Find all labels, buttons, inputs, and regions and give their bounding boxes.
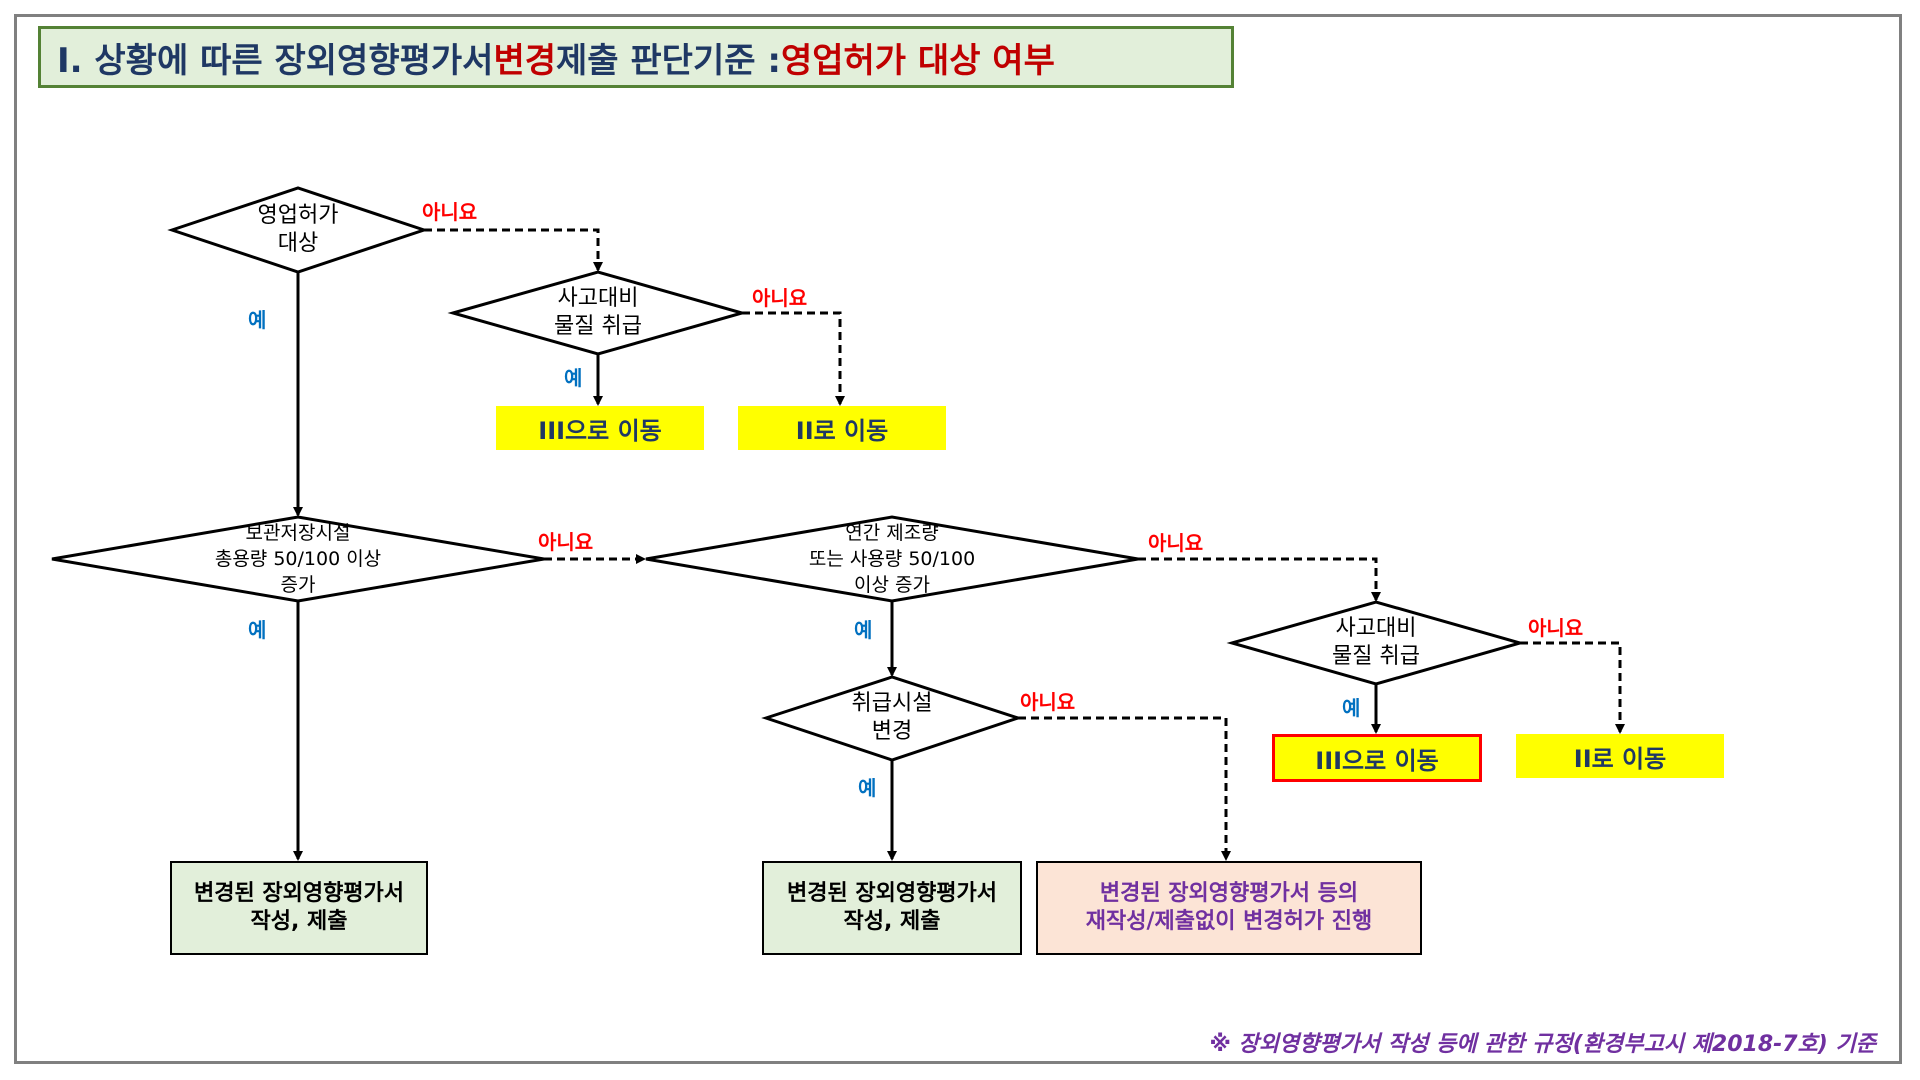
yes-label-accident-2: 예	[1342, 696, 1361, 720]
no-label-license: 아니요	[422, 200, 478, 224]
no-arrow-accident-2	[1520, 641, 1625, 734]
yes-label-production: 예	[854, 618, 873, 642]
no-label-accident-2: 아니요	[1528, 616, 1584, 640]
title-prefix: I. 상황에 따른 장외영향평가서	[57, 40, 494, 81]
no-label-storage: 아니요	[538, 530, 594, 554]
yes-label-accident-1: 예	[564, 366, 583, 390]
no-arrow-accident-1	[742, 311, 845, 406]
title-highlight-change: 변경	[493, 40, 556, 81]
yes-label-license: 예	[248, 308, 267, 332]
yes-label-storage: 예	[248, 618, 267, 642]
goto-section-2-box: II로 이동	[738, 406, 946, 450]
goto-section-2-box-secondary: II로 이동	[1516, 734, 1724, 778]
title-highlight-target: 영업허가 대상 여부	[780, 40, 1055, 81]
goto-section-3-box: III으로 이동	[496, 406, 704, 450]
no-label-production: 아니요	[1148, 531, 1204, 555]
footnote-regulation: ※ 장외영향평가서 작성 등에 관한 규정(환경부고시 제2018-7호) 기준	[1209, 1032, 1876, 1057]
no-label-facility: 아니요	[1020, 690, 1076, 714]
no-arrow-production	[1138, 557, 1381, 602]
goto-section-3-box-highlighted: III으로 이동	[1272, 734, 1482, 782]
no-arrow-facility	[1018, 716, 1231, 861]
title-middle: 제출 판단기준 :	[556, 40, 781, 81]
slide-frame	[14, 14, 1902, 1064]
no-label-accident-1: 아니요	[752, 286, 808, 310]
no-arrow-license	[424, 228, 603, 272]
yes-label-facility: 예	[858, 776, 877, 800]
